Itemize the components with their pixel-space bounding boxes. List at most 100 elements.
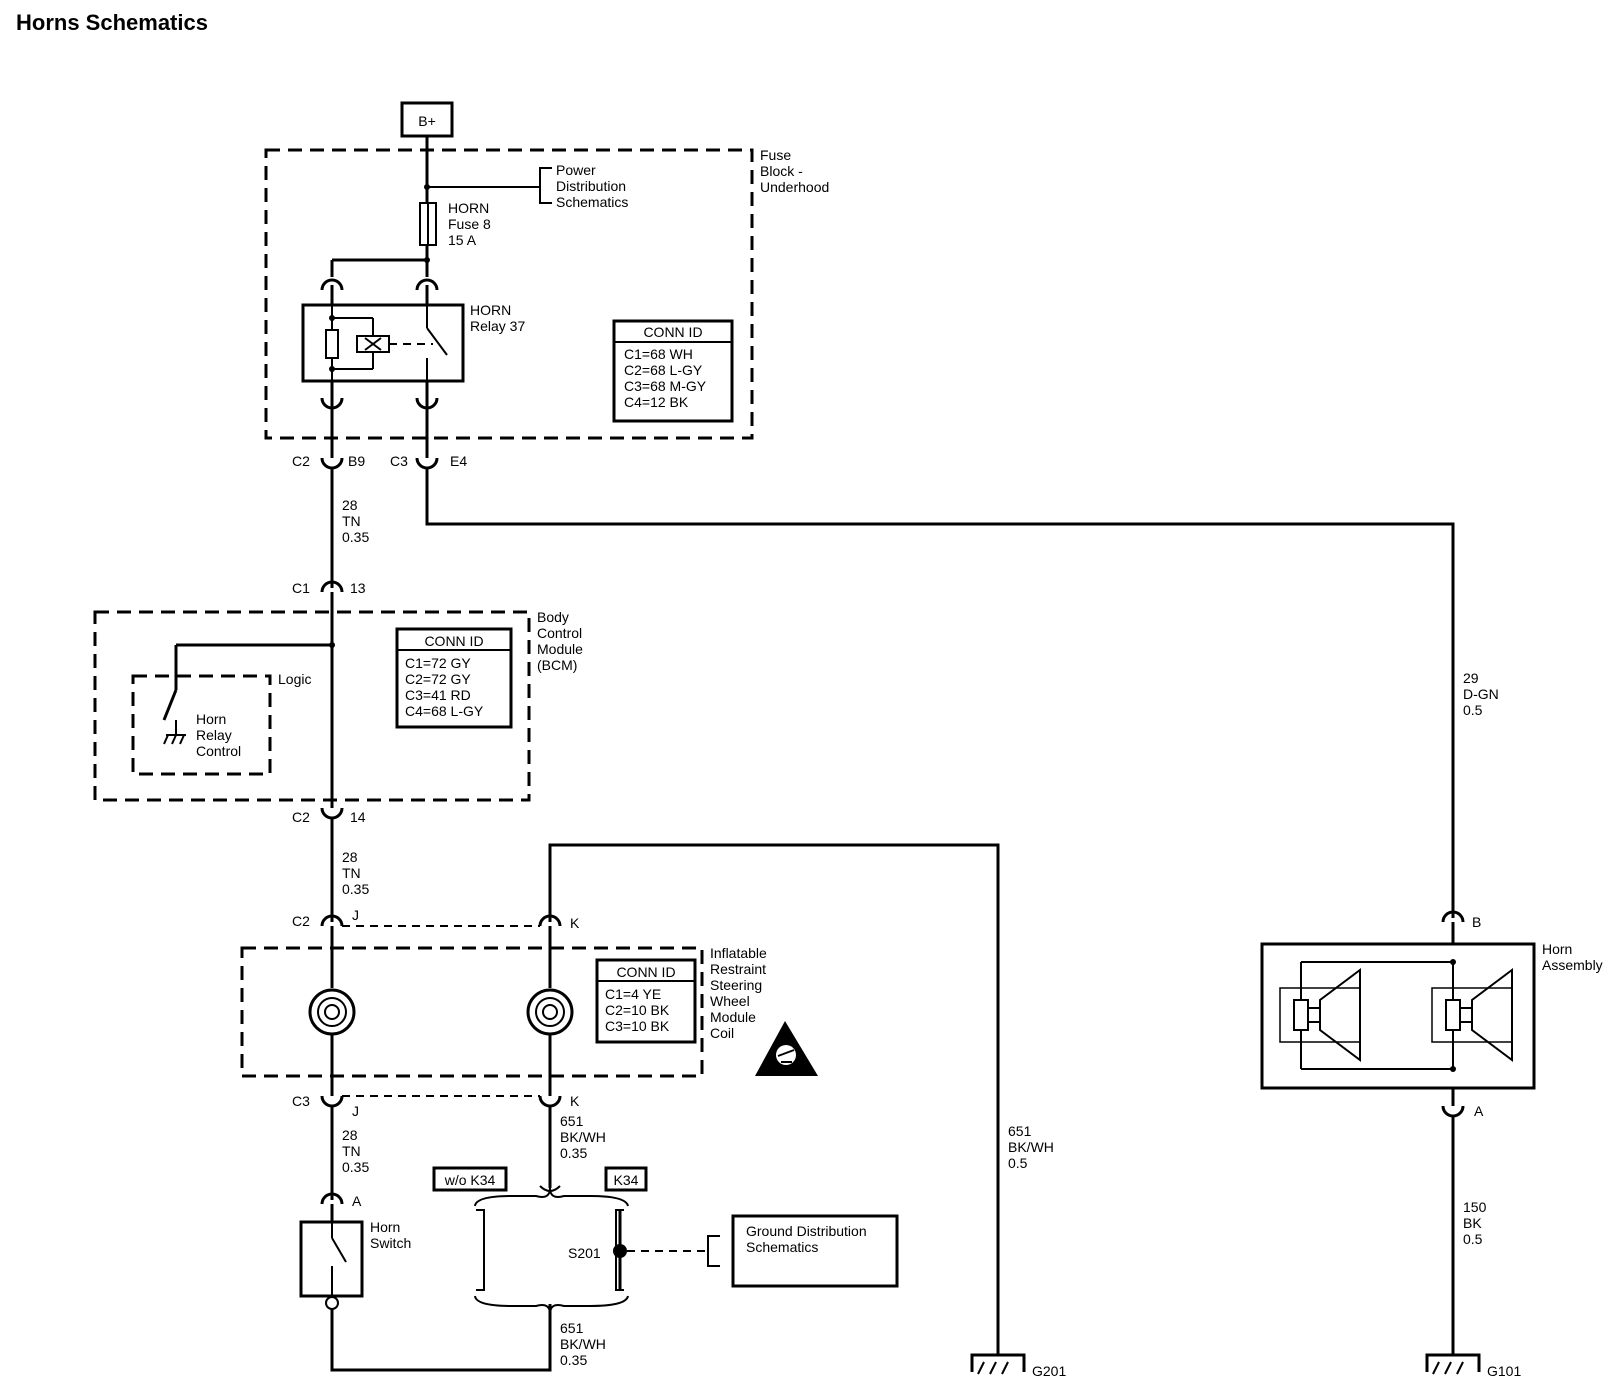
svg-text:14: 14 [350,809,366,825]
svg-text:C1=72 GY: C1=72 GY [405,655,471,671]
svg-text:K34: K34 [614,1172,639,1188]
svg-text:C3=68 M-GY: C3=68 M-GY [624,378,707,394]
svg-text:13: 13 [350,580,366,596]
svg-text:Relay 37: Relay 37 [470,318,525,334]
svg-text:C2=72 GY: C2=72 GY [405,671,471,687]
svg-text:28: 28 [342,849,358,865]
svg-text:Switch: Switch [370,1235,411,1251]
svg-text:K: K [570,915,580,931]
horn-speaker-right [1431,968,1513,1062]
svg-text:Module: Module [537,641,583,657]
wire-label-651-bkwh-2: 651 BK/WH 0.35 [560,1320,606,1368]
svg-text:Coil: Coil [710,1025,734,1041]
bcm-conn-id: CONN ID C1=72 GY C2=72 GY C3=41 RD C4=68… [395,627,513,729]
svg-text:651: 651 [560,1113,584,1129]
svg-text:C3=10 BK: C3=10 BK [605,1018,670,1034]
svg-text:Logic: Logic [278,671,311,687]
svg-text:C2: C2 [292,913,310,929]
svg-text:Fuse 8: Fuse 8 [448,216,491,232]
svg-text:0.35: 0.35 [342,881,369,897]
svg-text:BK/WH: BK/WH [560,1336,606,1352]
svg-text:Ground Distribution: Ground Distribution [746,1223,867,1239]
coil-conn-id: CONN ID C1=4 YE C2=10 BK C3=10 BK [595,958,697,1044]
svg-text:C4=12 BK: C4=12 BK [624,394,689,410]
svg-text:Module: Module [710,1009,756,1025]
svg-text:S201: S201 [568,1245,601,1261]
fuse-block-label-3: Underhood [760,179,829,195]
svg-text:Assembly: Assembly [1542,957,1603,973]
body-control-module: C1 13 Body Control Module (BCM) Logic Ho… [93,580,583,825]
power-distribution-ref-3: Schematics [556,194,628,210]
svg-text:0.35: 0.35 [560,1352,587,1368]
bcm-logic-block: Logic Horn Relay Control [131,671,311,776]
ground-distribution-ref: Ground Distribution Schematics [731,1214,899,1288]
page-title: Horns Schematics [16,10,208,35]
horn-switch: A Horn Switch [299,1192,411,1310]
svg-text:29: 29 [1463,670,1479,686]
fuse-block-underhood: Fuse Block - Underhood Power Distributio… [264,147,829,440]
option-without-k34: w/o K34 [432,1166,508,1192]
svg-text:Restraint: Restraint [710,961,766,977]
svg-text:651: 651 [560,1320,584,1336]
svg-text:0.5: 0.5 [1463,702,1483,718]
svg-text:K: K [570,1093,580,1109]
wire-label-28-tn-3: 28 TN 0.35 [342,1127,369,1175]
svg-text:C2: C2 [292,809,310,825]
svg-text:A: A [1474,1103,1484,1119]
svg-text:Horn: Horn [1542,941,1572,957]
power-distribution-ref-2: Distribution [556,178,626,194]
fuse-block-label-2: Block - [760,163,803,179]
svg-text:BK/WH: BK/WH [1008,1139,1054,1155]
fuse-block-connectors: C2 B9 C3 E4 [292,398,467,470]
svg-text:A: A [352,1193,362,1209]
svg-text:0.35: 0.35 [560,1145,587,1161]
option-splice-block: w/o K34 K34 S201 [432,1166,720,1315]
coil-spiral-left [308,988,356,1036]
fuse-block-label-1: Fuse [760,147,791,163]
coil-spiral-right [526,988,574,1036]
svg-text:C2=68 L-GY: C2=68 L-GY [624,362,703,378]
svg-text:0.35: 0.35 [342,529,369,545]
svg-text:Horn: Horn [196,711,226,727]
svg-text:C1=4 YE: C1=4 YE [605,986,661,1002]
fuse-block-conn-id: CONN ID C1=68 WH C2=68 L-GY C3=68 M-GY C… [612,319,734,423]
svg-text:C1: C1 [292,580,310,596]
svg-text:0.35: 0.35 [342,1159,369,1175]
svg-text:0.5: 0.5 [1463,1231,1483,1247]
wire-label-28-tn-2: 28 TN 0.35 [342,849,369,897]
svg-text:C1=68 WH: C1=68 WH [624,346,693,362]
svg-text:C2=10 BK: C2=10 BK [605,1002,670,1018]
steering-wheel-coil: C2 J K Inflatable Restraint Steering Whe… [240,907,818,1119]
svg-text:Body: Body [537,609,569,625]
svg-text:Wheel: Wheel [710,993,750,1009]
svg-text:B9: B9 [348,453,365,469]
option-k34: K34 [604,1166,648,1192]
wire-label-150-bk: 150 BK 0.5 [1463,1199,1487,1247]
svg-text:28: 28 [342,497,358,513]
wire-label-28-tn-1: 28 TN 0.35 [342,497,369,545]
svg-text:HORN: HORN [470,302,511,318]
battery-supply: B+ [400,101,454,210]
svg-text:J: J [352,907,359,923]
ground-g101: G101 [1425,1353,1521,1379]
wire-label-29-dgn: 29 D-GN 0.5 [1463,670,1499,718]
svg-text:G101: G101 [1487,1363,1521,1379]
svg-text:CONN ID: CONN ID [424,633,483,649]
wire-label-651-bkwh-0.5: 651 BK/WH 0.5 [1008,1123,1054,1171]
svg-text:BK/WH: BK/WH [560,1129,606,1145]
svg-text:C3=41 RD: C3=41 RD [405,687,471,703]
svg-text:E4: E4 [450,453,467,469]
horn-speaker-left [1279,968,1361,1062]
svg-text:BK: BK [1463,1215,1482,1231]
svg-text:TN: TN [342,865,361,881]
svg-text:150: 150 [1463,1199,1487,1215]
svg-text:J: J [352,1103,359,1119]
svg-text:Control: Control [196,743,241,759]
svg-text:28: 28 [342,1127,358,1143]
svg-text:C3: C3 [390,453,408,469]
svg-text:15 A: 15 A [448,232,477,248]
svg-text:C4=68 L-GY: C4=68 L-GY [405,703,484,719]
ground-g201: G201 [970,1353,1066,1379]
power-distribution-ref-1: Power [556,162,596,178]
svg-text:B+: B+ [418,113,436,129]
